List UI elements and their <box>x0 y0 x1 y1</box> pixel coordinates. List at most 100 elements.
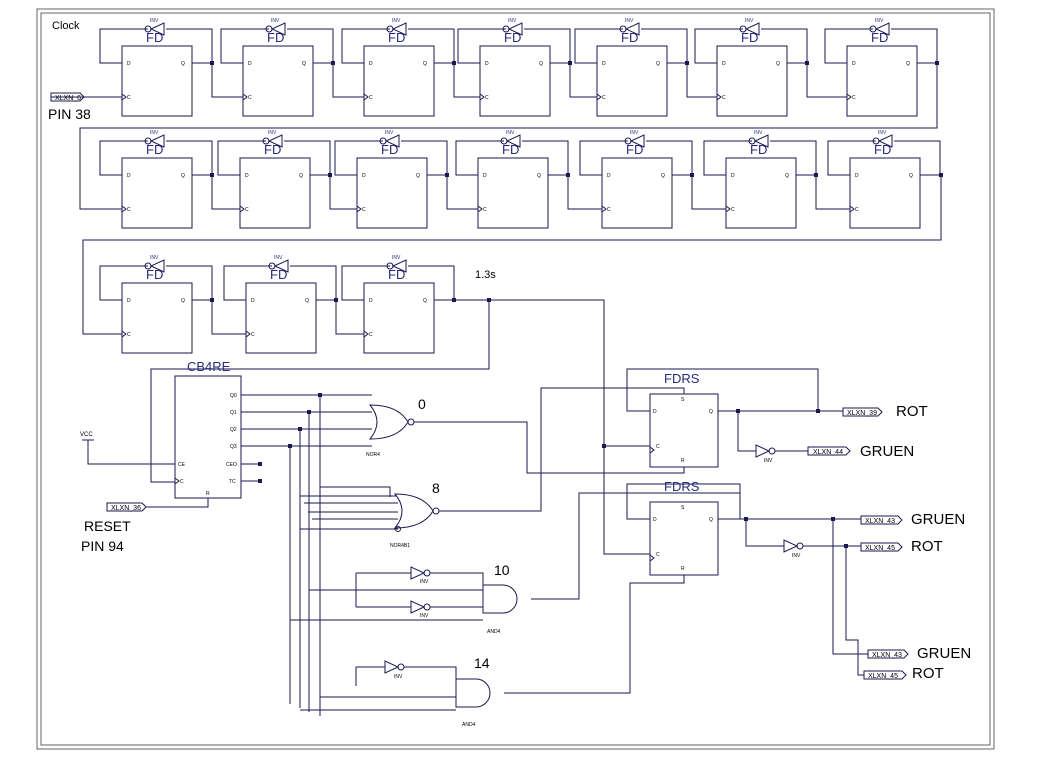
fd-q-pin: Q <box>776 61 780 67</box>
counter-box <box>174 375 242 499</box>
port-out-44: XLXN_44 <box>807 446 851 456</box>
fdrs1-q-pin: Q <box>709 409 713 415</box>
chain-wire <box>192 299 246 335</box>
clock-chevron <box>245 330 251 338</box>
chain-wire <box>192 174 240 210</box>
port-out-44-name: XLXN_44 <box>813 449 843 456</box>
inv-triangle <box>149 22 165 36</box>
and4-label-2: AND4 <box>462 722 476 728</box>
feedback-wire <box>455 140 504 176</box>
fd-c-pin: C <box>602 95 606 101</box>
feedback-wire <box>166 28 213 64</box>
nor4-gate <box>368 404 409 440</box>
clock-chevron <box>242 93 248 101</box>
and4-gate-14 <box>455 678 491 708</box>
inv-triangle <box>505 134 521 148</box>
feedback-wire <box>166 265 213 301</box>
feedback-wire <box>891 28 938 64</box>
port-out-43-name: XLXN_43 <box>865 518 895 525</box>
clock-chevron <box>477 205 483 213</box>
signal-rot-2: ROT <box>911 538 943 555</box>
fd-name: FD <box>270 267 287 282</box>
fd-q-pin: Q <box>539 61 543 67</box>
fd-box <box>245 282 317 354</box>
inv-label-out: INV <box>764 458 773 464</box>
cb4re-q0-pin: Q0 <box>230 393 237 399</box>
inv-label-out2: INV <box>792 553 801 559</box>
chain-wire <box>796 174 850 210</box>
feedback-wire <box>287 28 334 64</box>
cb4re-r-pin: R <box>206 491 210 497</box>
sheet-frame <box>36 8 995 750</box>
chain-wire <box>310 174 357 210</box>
fdrs2-d-pin: D <box>653 517 657 523</box>
fdrs2-to-inv <box>745 519 784 547</box>
fd-box <box>716 45 788 117</box>
junction-dot <box>298 427 302 431</box>
fd-name: FD <box>146 30 163 45</box>
decode-8-label: 8 <box>432 480 440 496</box>
fd-c-pin: C <box>852 95 856 101</box>
feedback-wire <box>761 28 808 64</box>
feedback-wire <box>166 140 213 176</box>
and14-inv-out <box>404 666 457 684</box>
fd-d-pin: D <box>127 173 131 179</box>
fd-box <box>725 157 797 229</box>
nor4b1-input-top <box>320 486 391 497</box>
chain-wire <box>548 174 602 210</box>
fdrs-box <box>649 501 719 576</box>
nor4b1-label: NOR4B1 <box>390 543 410 549</box>
clock-chevron <box>849 205 855 213</box>
decode-logic <box>174 375 804 708</box>
feedback-wire <box>217 140 266 176</box>
fd-box <box>363 45 435 117</box>
signal-gruen-3: GRUEN <box>917 645 971 662</box>
inv-triangle <box>384 134 400 148</box>
feedback-wire <box>408 28 455 64</box>
clock-chevron <box>363 330 369 338</box>
fd-c-pin: C <box>607 207 611 213</box>
fd-c-pin: C <box>369 332 373 338</box>
signal-gruen-2: GRUEN <box>911 511 965 528</box>
fd-name: FD <box>267 30 284 45</box>
fd-q-pin: Q <box>416 173 420 179</box>
fd-d-pin: D <box>607 173 611 179</box>
fd-d-pin: D <box>855 173 859 179</box>
fd-c-pin: C <box>722 95 726 101</box>
inv-bubble <box>397 663 405 671</box>
cb4re-tc-pin: TC <box>229 479 236 485</box>
inv-bubble <box>768 447 776 455</box>
fd-q-pin: Q <box>181 173 185 179</box>
fd-d-pin: D <box>852 61 856 67</box>
reset-pin-label: PIN 94 <box>81 538 124 554</box>
feedback-wire <box>284 140 331 176</box>
chain-wire <box>316 299 364 335</box>
feedback-wire <box>401 140 448 176</box>
clock-chevron <box>239 205 245 213</box>
fd-name: FD <box>381 142 398 157</box>
fdrs1-feedback <box>626 368 819 412</box>
port-out-39-name: XLXN_39 <box>847 410 877 417</box>
cb4re-q1-pin: Q1 <box>230 410 237 416</box>
junction-dot <box>258 479 262 483</box>
nor4b1-gate-bubble <box>432 507 440 515</box>
inv-label-and1a: INV <box>420 579 429 585</box>
chain-wire <box>672 174 726 210</box>
clock-pin-label: PIN 38 <box>48 106 91 122</box>
and-14-to-fdrs2-r <box>504 573 685 694</box>
fd-d-pin: D <box>245 173 249 179</box>
fd-q-pin: Q <box>305 298 309 304</box>
feedback-wire <box>824 28 873 64</box>
counter-name: CB4RE <box>187 359 231 374</box>
fdrs2-s-pin: S <box>681 505 685 511</box>
fd-name: FD <box>750 142 767 157</box>
nor4-label: NOR4 <box>366 452 380 458</box>
fd-name: FD <box>264 142 281 157</box>
fd-q-pin: Q <box>423 61 427 67</box>
fd-d-pin: D <box>731 173 735 179</box>
